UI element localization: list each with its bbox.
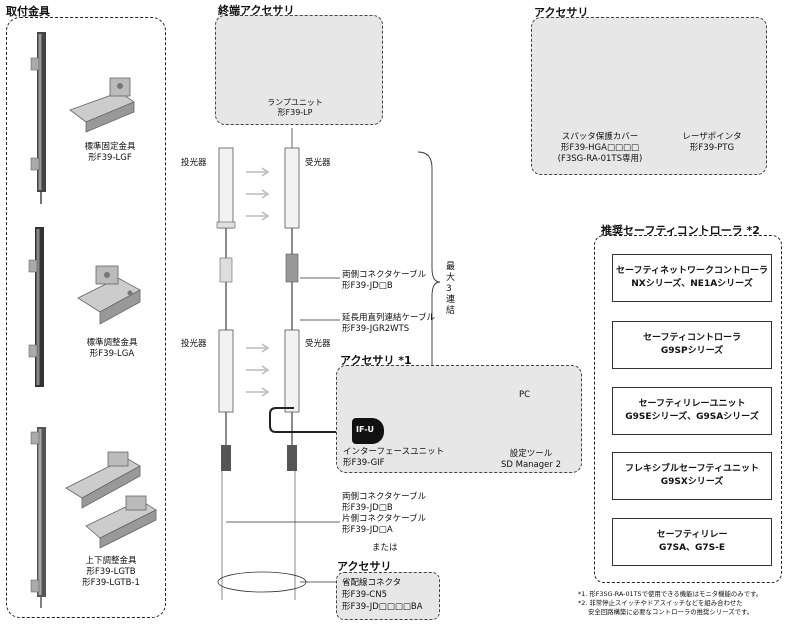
ext-cable-name: 延長用直列連結ケーブル bbox=[342, 313, 435, 323]
max-connection-label: 最大3連結 bbox=[446, 262, 456, 316]
controller-relay: セーフティリレー G7SA、G7S-E bbox=[612, 518, 772, 566]
lgtb-label: 上下調整金具 形F39-LGTB 形F39-LGTB-1 bbox=[66, 556, 156, 589]
connector-name: 省配線コネクタ bbox=[342, 578, 402, 588]
lgf-name: 標準固定金具 bbox=[84, 142, 136, 152]
mounting-sensor-1 bbox=[30, 32, 46, 204]
ifu-cable bbox=[269, 407, 356, 433]
controller-flexible: フレキシブルセーフティユニット G9SXシリーズ bbox=[612, 452, 772, 500]
connector-model-2: 形F39-JD□□□□BA bbox=[342, 602, 423, 612]
cable-single-model: 形F39-JD□A bbox=[342, 525, 393, 535]
lgf-bracket-image bbox=[69, 77, 135, 133]
receiver-label-bottom: 受光器 bbox=[305, 339, 331, 349]
cable-single-name: 片側コネクタケーブル bbox=[342, 514, 427, 524]
controller-g9sp-line2: G9SPシリーズ bbox=[660, 346, 724, 356]
tool-product: SD Manager 2 bbox=[500, 460, 561, 470]
mounting-box bbox=[6, 17, 166, 618]
lga-model: 形F39-LGA bbox=[89, 349, 135, 359]
mounting-sensor-2 bbox=[28, 227, 44, 387]
ifu-label: IF-U bbox=[356, 425, 375, 434]
bottom-accessory-box bbox=[336, 572, 440, 620]
receiver-column bbox=[284, 147, 300, 600]
connector-model-1: 形F39-CN5 bbox=[342, 590, 387, 600]
lgtb-bracket-image-2 bbox=[85, 495, 157, 549]
accessory-top-title: アクセサリ bbox=[534, 6, 589, 19]
light-beam-arrows bbox=[246, 167, 270, 397]
mounting-sensor-3 bbox=[30, 427, 46, 608]
pc-label: PC bbox=[519, 390, 531, 400]
controller-network: セーフティネットワークコントローラ NXシリーズ、NE1Aシリーズ bbox=[612, 254, 772, 302]
ifu-unit bbox=[352, 418, 384, 444]
controller-g9sp-line1: セーフティコントローラ bbox=[643, 333, 741, 343]
lgtb-name: 上下調整金具 bbox=[85, 556, 137, 566]
footnotes: *1. 形F3SG-RA-01TSで使用できる機能はモニタ機能のみです。 *2.… bbox=[578, 590, 762, 617]
controller-relay-unit: セーフティリレーユニット G9SEシリーズ、G9SAシリーズ bbox=[612, 387, 772, 435]
controller-network-line1: セーフティネットワークコントローラ bbox=[616, 266, 768, 276]
lga-name: 標準調整金具 bbox=[86, 338, 138, 348]
ext-cable-label: 延長用直列連結ケーブル 形F39-JGR2WTS bbox=[342, 313, 435, 335]
lamp-unit-label: ランプユニット 形F39-LP bbox=[255, 98, 335, 118]
lgtb1-model: 形F39-LGTB-1 bbox=[82, 578, 140, 588]
controller-relay-unit-line2: G9SEシリーズ、G9SAシリーズ bbox=[625, 412, 759, 422]
lamp-unit-name: ランプユニット bbox=[267, 98, 323, 107]
accessory1-title: アクセサリ *1 bbox=[340, 354, 412, 367]
sputter-cover-name: スパッタ保護カバー bbox=[561, 132, 639, 142]
terminal-title: 終端アクセサリ bbox=[218, 4, 295, 17]
connector-label: 省配線コネクタ 形F39-CN5 形F39-JD□□□□BA bbox=[342, 577, 423, 613]
interface-model: 形F39-GIF bbox=[343, 458, 385, 468]
sputter-cover-note: (F3SG-RA-01TS専用) bbox=[557, 154, 643, 164]
laser-pointer-model: 形F39-PTG bbox=[689, 143, 735, 153]
emitter-label-bottom: 投光器 bbox=[181, 339, 207, 349]
accessory-bottom-title: アクセサリ bbox=[337, 560, 392, 573]
emitter-column bbox=[216, 147, 236, 600]
cable-both-model: 形F39-JD□B bbox=[342, 281, 393, 291]
laser-pointer-name: レーザポインタ bbox=[682, 132, 742, 142]
emitter-label-top: 投光器 bbox=[181, 158, 207, 168]
controller-relay-line1: セーフティリレー bbox=[656, 530, 728, 540]
controller-relay-line2: G7SA、G7S-E bbox=[658, 543, 726, 553]
lamp-unit-model: 形F39-LP bbox=[277, 108, 313, 117]
controller-flexible-line1: フレキシブルセーフティユニット bbox=[625, 464, 759, 474]
sputter-cover-model: 形F39-HGA□□□□ bbox=[560, 143, 640, 153]
footnote-1: *1. 形F3SG-RA-01TSで使用できる機能はモニタ機能のみです。 bbox=[578, 590, 763, 598]
cable-both2-model: 形F39-JD□B bbox=[342, 503, 393, 513]
cable-both-name: 両側コネクタケーブル bbox=[342, 270, 427, 280]
tool-label: 設定ツール SD Manager 2 bbox=[486, 449, 576, 471]
cable-both2-name: 両側コネクタケーブル bbox=[342, 492, 427, 502]
lower-cable-label: 両側コネクタケーブル 形F39-JD□B 片側コネクタケーブル 形F39-JD□… bbox=[342, 492, 426, 536]
tool-name: 設定ツール bbox=[509, 449, 553, 459]
terminal-box bbox=[215, 15, 383, 125]
lgtb-model: 形F39-LGTB bbox=[86, 567, 136, 577]
footnote-2b: 安全回路構築に必要なコントローラの推奨シリーズです。 bbox=[588, 608, 754, 616]
or-label: または bbox=[372, 543, 398, 553]
ext-cable-model: 形F39-JGR2WTS bbox=[342, 324, 410, 334]
controller-relay-unit-line1: セーフティリレーユニット bbox=[638, 399, 746, 409]
mounting-title: 取付金具 bbox=[6, 5, 50, 18]
lga-label: 標準調整金具 形F39-LGA bbox=[72, 338, 152, 360]
laser-pointer-label: レーザポインタ 形F39-PTG bbox=[672, 132, 752, 154]
controller-box bbox=[594, 235, 782, 583]
controller-flexible-line2: G9SXシリーズ bbox=[660, 477, 724, 487]
lgf-model: 形F39-LGF bbox=[88, 153, 132, 163]
lgtb-bracket-image-1 bbox=[65, 451, 141, 509]
interface-label: インターフェースユニット 形F39-GIF bbox=[343, 447, 444, 469]
sputter-cover-label: スパッタ保護カバー 形F39-HGA□□□□ (F3SG-RA-01TS専用) bbox=[545, 132, 655, 165]
top-accessory-box bbox=[531, 17, 767, 175]
footnote-2a: *2. 非常停止スイッチやドアスイッチなどを組み合わせた bbox=[578, 599, 743, 607]
controller-g9sp: セーフティコントローラ G9SPシリーズ bbox=[612, 321, 772, 369]
lgf-label: 標準固定金具 形F39-LGF bbox=[70, 142, 150, 164]
cable-ellipse bbox=[217, 571, 307, 593]
cable-both-label: 両側コネクタケーブル 形F39-JD□B bbox=[342, 270, 426, 292]
controller-title: 推奨セーフティコントローラ *2 bbox=[601, 224, 760, 237]
controller-network-line2: NXシリーズ、NE1Aシリーズ bbox=[631, 279, 753, 289]
lga-bracket-image bbox=[77, 265, 141, 325]
interface-name: インターフェースユニット bbox=[343, 447, 445, 457]
receiver-label-top: 受光器 bbox=[305, 158, 331, 168]
